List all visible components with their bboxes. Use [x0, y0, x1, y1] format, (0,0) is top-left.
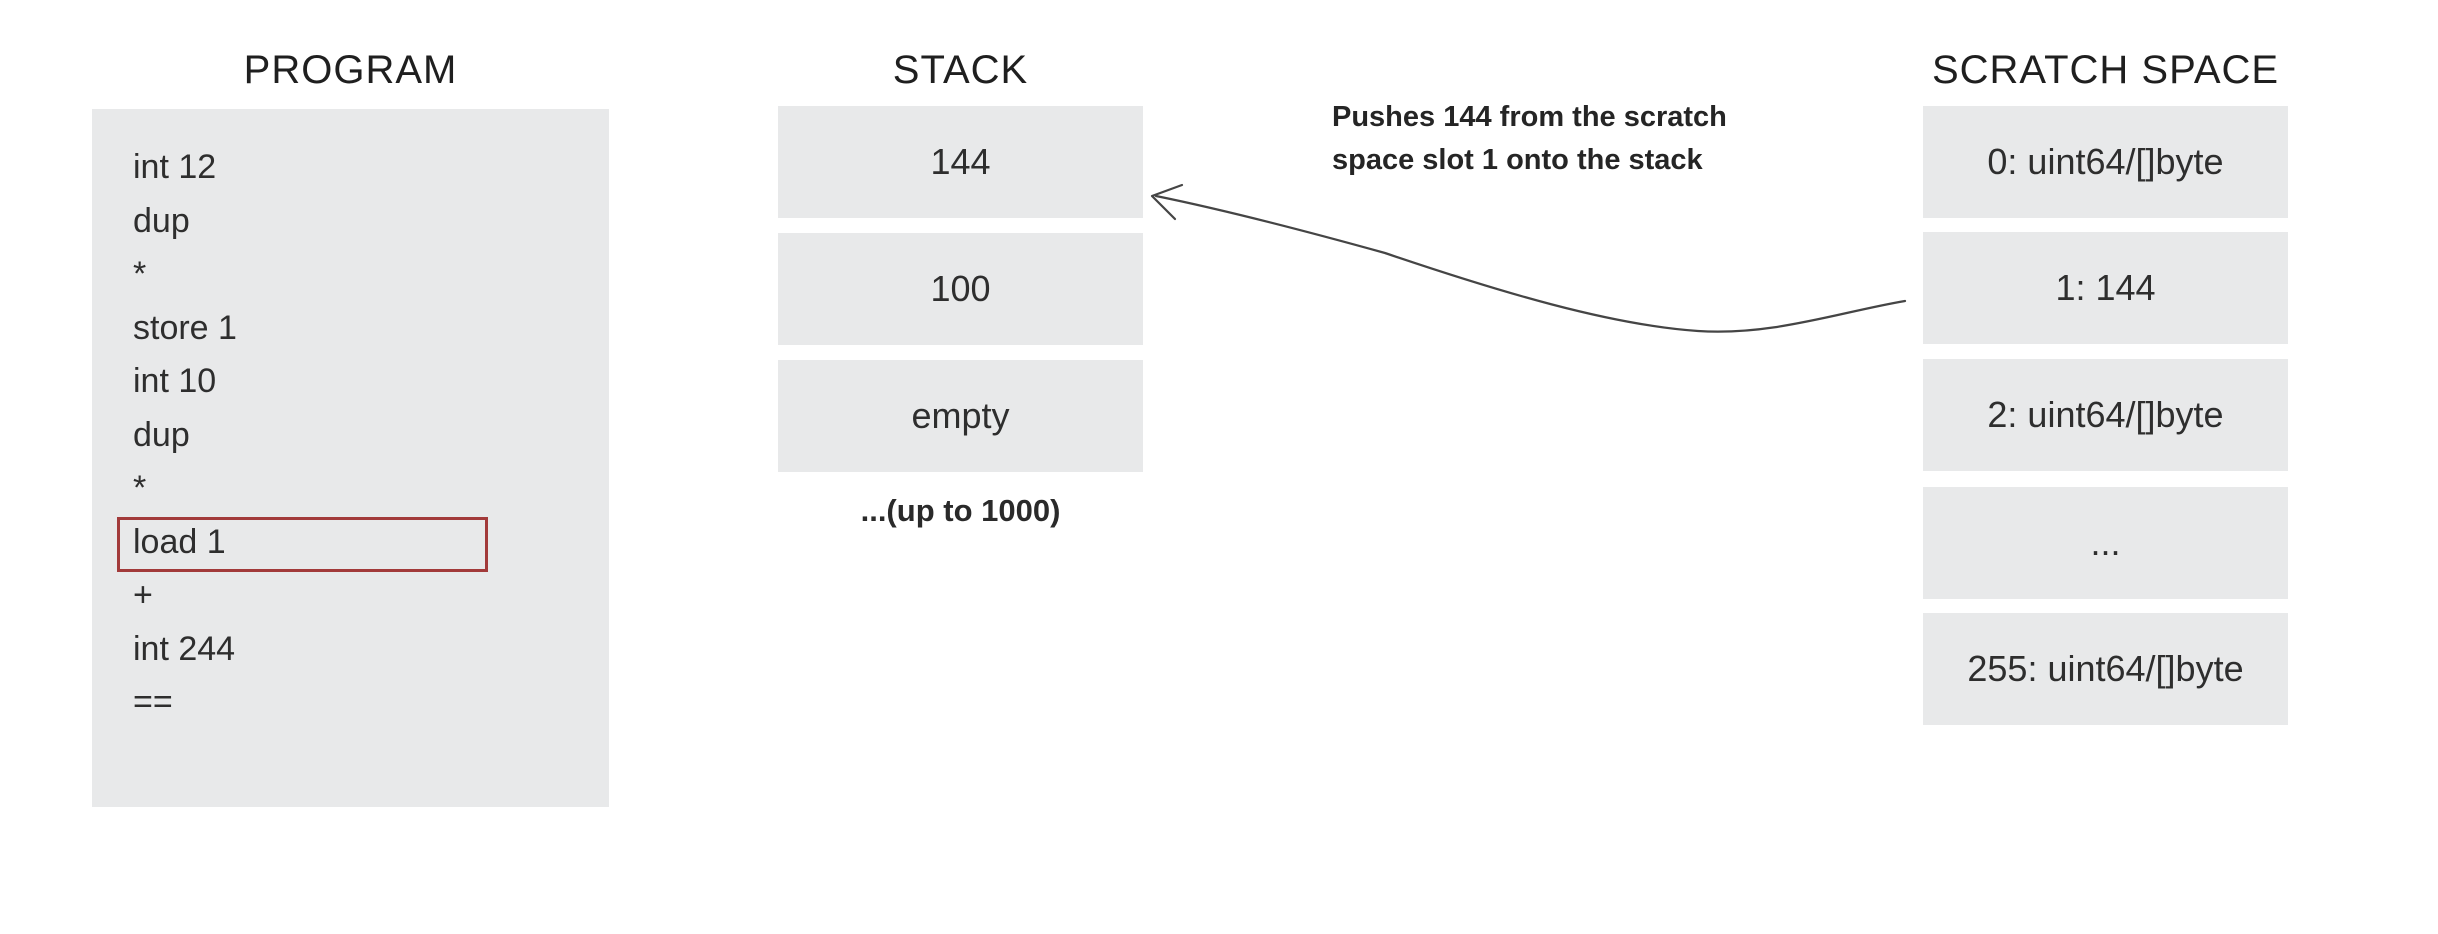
program-column-title: PROGRAM — [243, 48, 458, 92]
program-instruction: int 10 — [133, 362, 217, 401]
scratch-slot-2: 2: uint64/[]byte — [1923, 359, 2288, 471]
program-instruction: + — [133, 576, 153, 615]
stack-slot-top: 144 — [778, 106, 1143, 218]
push-annotation-line: space slot 1 onto the stack — [1332, 144, 1703, 176]
stack-column-title: STACK — [892, 48, 1029, 92]
scratch-slot-1: 1: 144 — [1923, 232, 2288, 344]
stack-capacity-note: ...(up to 1000) — [860, 493, 1061, 528]
scratch-column-title: SCRATCH SPACE — [1931, 48, 2280, 92]
scratch-slot-0: 0: uint64/[]byte — [1923, 106, 2288, 218]
program-instruction-current: load 1 — [117, 516, 589, 571]
program-instruction: * — [133, 469, 147, 508]
program-instruction: * — [133, 255, 147, 294]
push-arrowhead-icon — [1150, 183, 1184, 221]
stack-slot: 100 — [778, 233, 1143, 345]
push-annotation-line: Pushes 144 from the scratch — [1332, 101, 1727, 133]
push-arrow-curve — [1154, 194, 1907, 333]
program-instruction-list: int 12 dup * store 1 int 10 dup * load 1… — [117, 141, 589, 730]
program-instruction: int 12 — [133, 148, 217, 187]
program-instruction: dup — [133, 415, 190, 454]
program-instruction: dup — [133, 201, 190, 240]
scratch-slot-ellipsis: ... — [1923, 487, 2288, 599]
stack-slot-empty: empty — [778, 360, 1143, 472]
scratch-slot-255: 255: uint64/[]byte — [1923, 613, 2288, 725]
program-instruction: == — [133, 683, 173, 722]
push-annotation: Pushes 144 from the scratch space slot 1… — [1332, 96, 1727, 182]
program-instruction: int 244 — [133, 629, 236, 668]
program-box: int 12 dup * store 1 int 10 dup * load 1… — [92, 109, 609, 807]
program-instruction: store 1 — [133, 308, 237, 347]
